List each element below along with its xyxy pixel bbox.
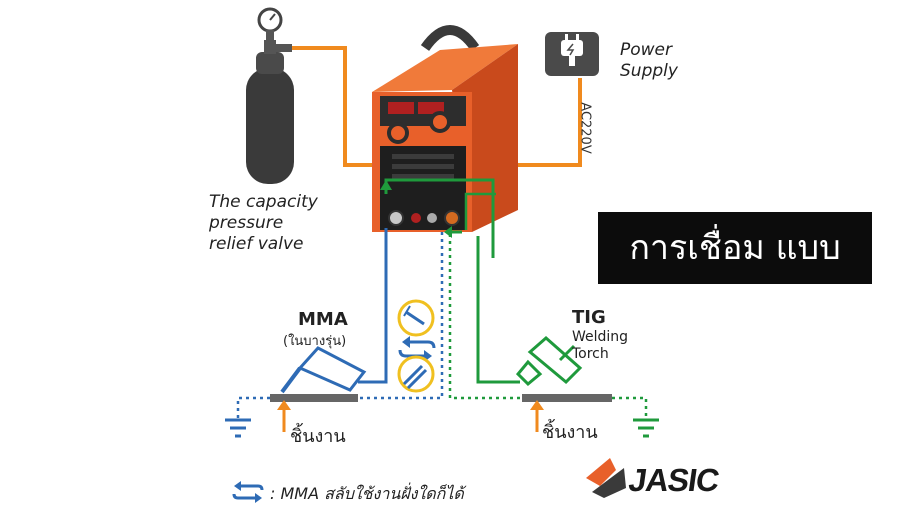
swap-electrode-icon xyxy=(397,299,435,337)
argon-cylinder xyxy=(246,7,294,184)
tig-title: TIG xyxy=(572,307,606,328)
voltage-label: AC220V xyxy=(577,102,593,154)
gas-hose xyxy=(288,46,380,167)
tig-label-line2: Welding xyxy=(572,329,629,345)
workpiece-left xyxy=(270,394,358,402)
tig-label-line3: Torch xyxy=(572,346,609,362)
electrode-holder-icon xyxy=(280,346,367,394)
tig-ground-cable xyxy=(448,234,522,400)
page-title: การเชื่อม แบบ TIG xyxy=(598,212,872,340)
tig-torch-icon xyxy=(515,336,583,387)
argon-gas-label: Argon GAS xyxy=(217,47,243,189)
welding-machine xyxy=(372,25,518,232)
valve-label-line1: The capacity xyxy=(209,192,318,212)
jasic-logo-icon xyxy=(586,458,626,498)
workpiece-label-right: ชิ้นงาน xyxy=(542,422,598,443)
tig-cable xyxy=(476,236,520,384)
power-supply-label-line2: Supply xyxy=(620,61,678,81)
power-cable xyxy=(515,78,582,167)
ground-icon-right xyxy=(633,418,659,438)
power-supply-label-line1: Power xyxy=(620,40,673,60)
workpiece-right xyxy=(522,394,612,402)
workpiece-label-left: ชิ้นงาน xyxy=(290,426,346,447)
mma-title: MMA xyxy=(298,309,348,330)
ground-clamp-icon xyxy=(397,355,435,393)
valve-label-line3: relief valve xyxy=(209,234,304,254)
valve-label-line2: pressure xyxy=(209,213,284,233)
arrow-up-icon-left xyxy=(277,400,291,432)
power-plug-icon xyxy=(545,32,599,76)
mma-note: (ในบางรุ่น) xyxy=(283,334,347,349)
arrow-up-icon-right xyxy=(530,400,544,432)
ground-icon-left xyxy=(225,418,251,438)
legend-text: : MMA สลับใช้งานฝั่งใดก็ได้ xyxy=(270,484,464,503)
legend-swap-icon xyxy=(232,481,264,503)
mma-cable xyxy=(358,228,388,384)
brand-logo: JASIC xyxy=(626,462,721,498)
